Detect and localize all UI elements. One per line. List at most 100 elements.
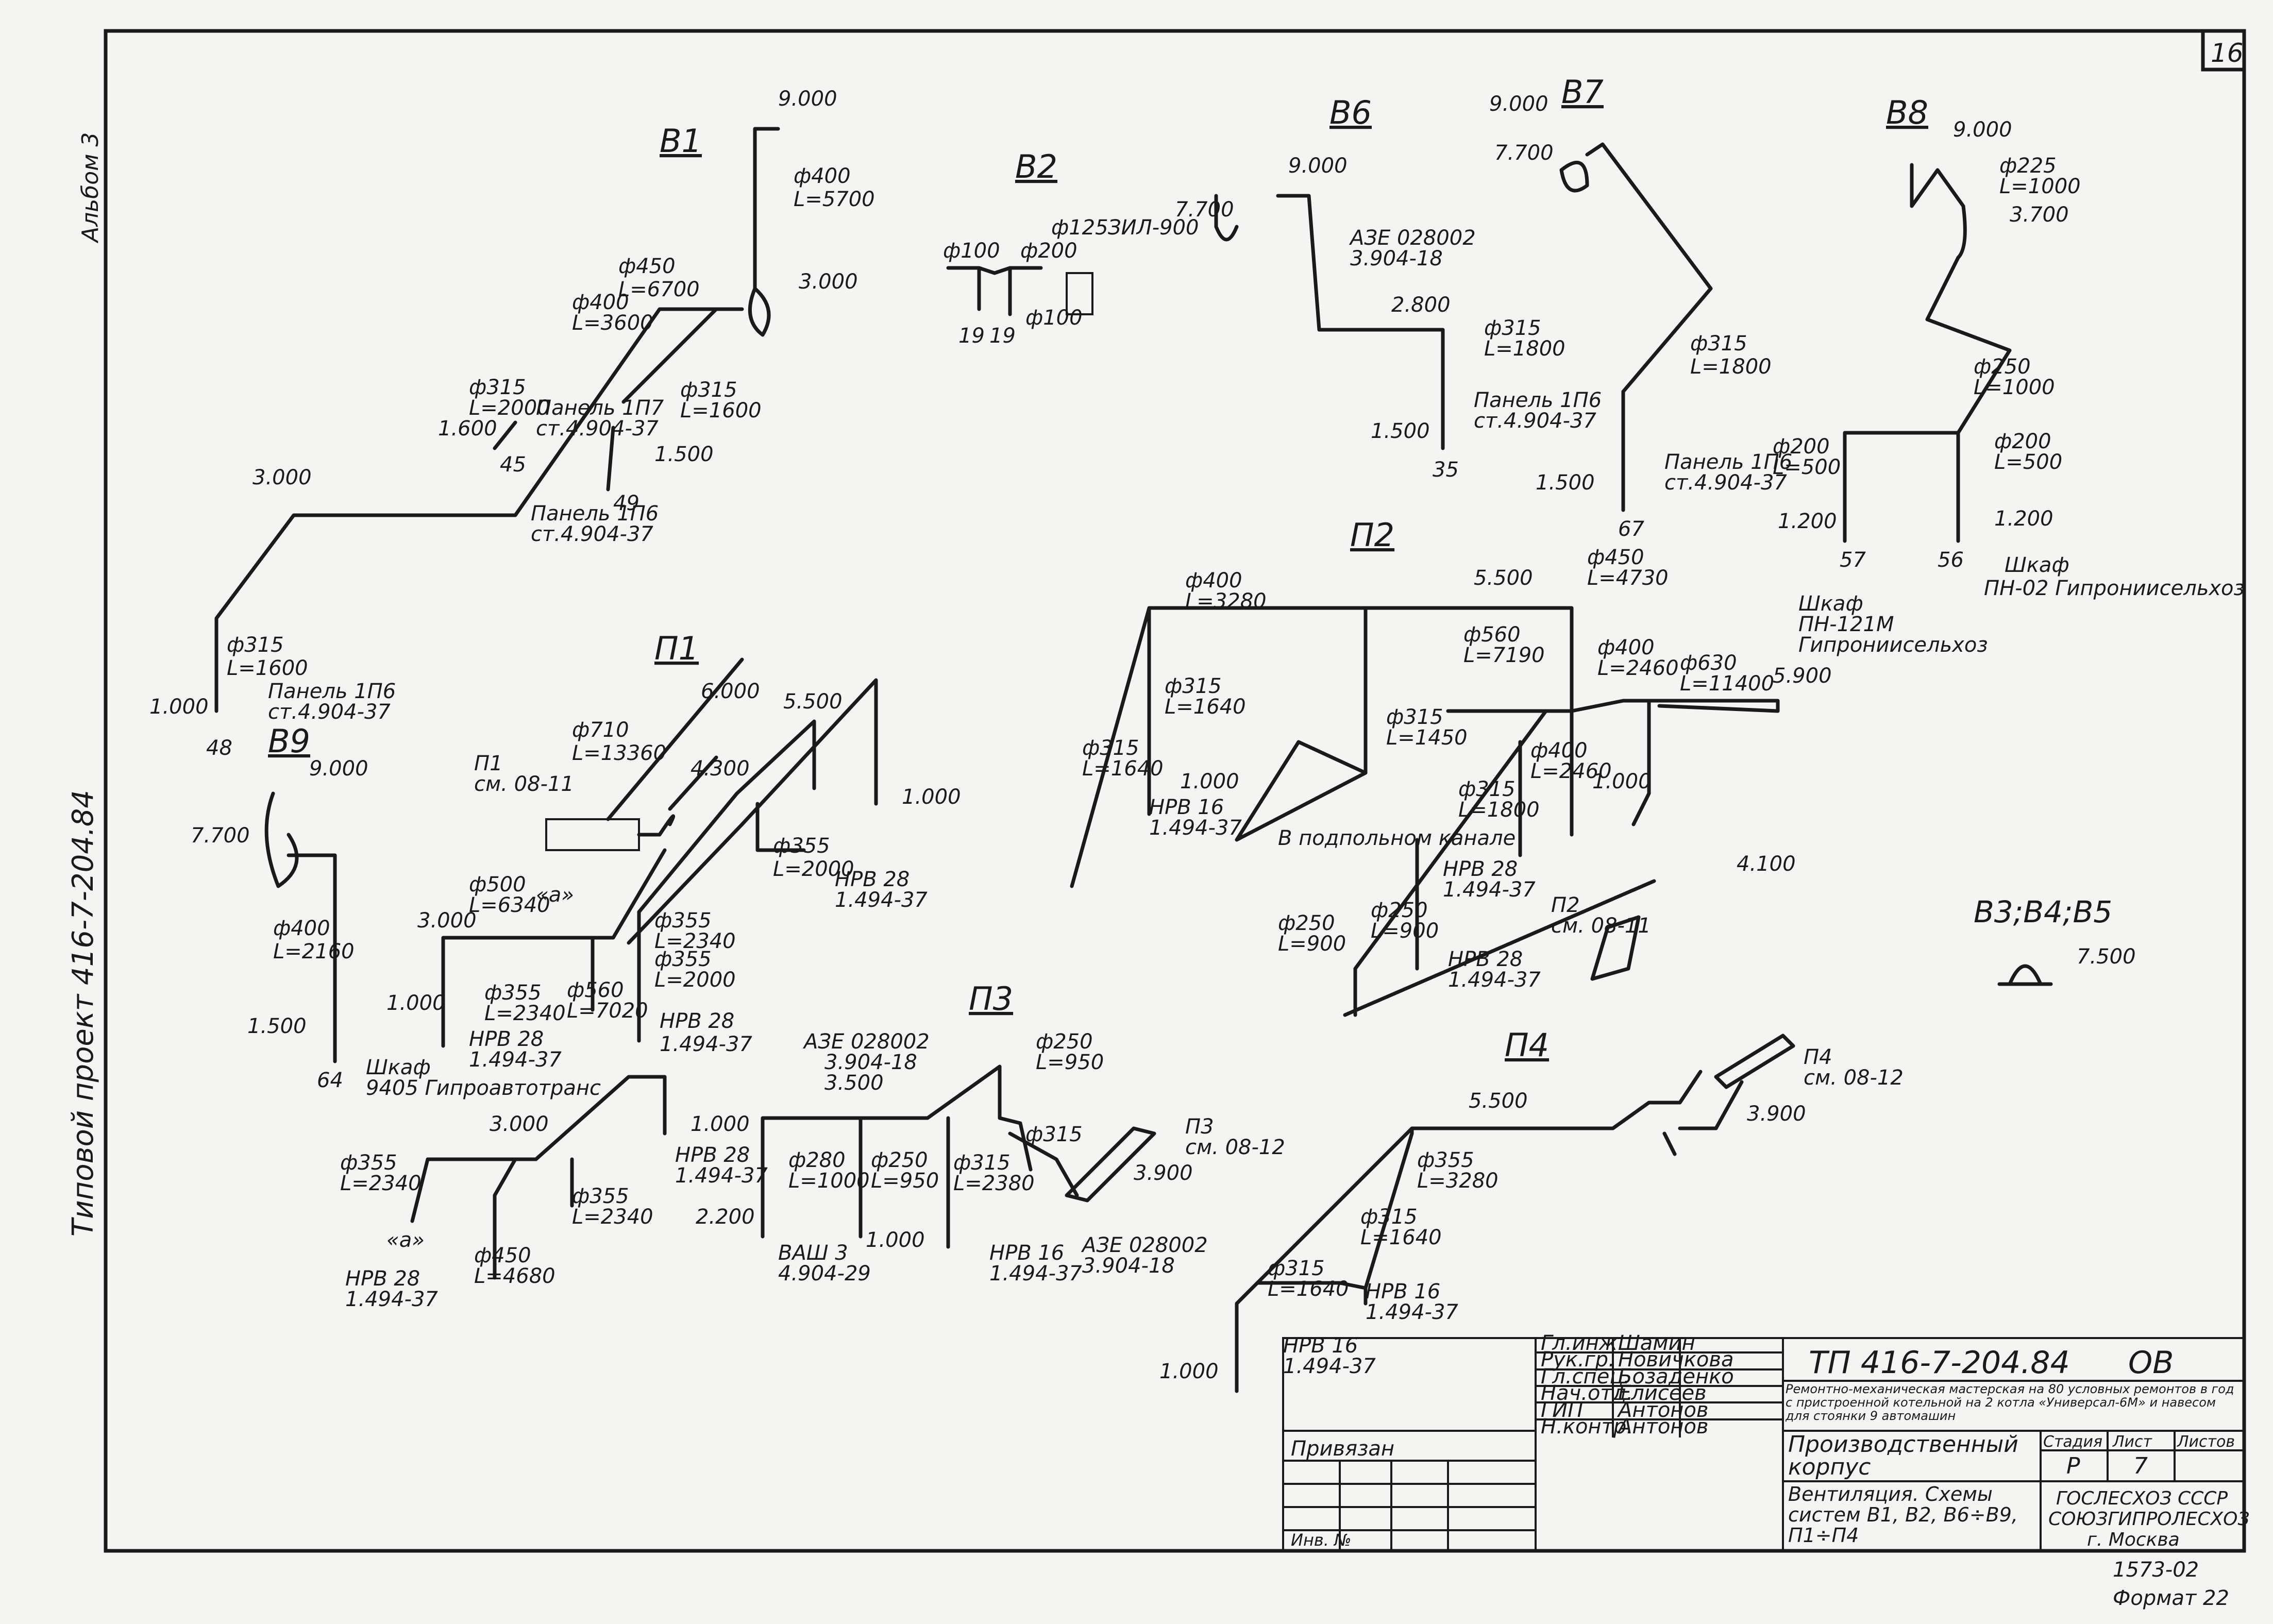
org-institute: СОЮЗГИПРОЛЕСХОЗ xyxy=(2048,1509,2250,1530)
label: ст.4.904-37 xyxy=(1664,471,1787,495)
p1-unit xyxy=(545,818,640,851)
label: 1.494-37 xyxy=(675,1164,768,1188)
b2-duct xyxy=(946,266,1043,316)
label: L=7190 xyxy=(1463,644,1545,667)
system-p3-title: П3 xyxy=(969,980,1013,1018)
label: 1.494-37 xyxy=(345,1288,438,1311)
label: АЗЕ 028002 xyxy=(1349,226,1476,250)
label: ф355 xyxy=(654,909,712,933)
label: ф400 xyxy=(572,291,629,314)
system-p1: П1 6.000 5.500 ф710 L=13360 П1 см. 08-11… xyxy=(386,630,961,1072)
label: 1.000 xyxy=(691,1112,750,1136)
label: 19 xyxy=(989,324,1016,348)
p2-duct xyxy=(1070,606,1780,1017)
label: 1.500 xyxy=(1536,471,1595,495)
label: L=13360 xyxy=(572,741,666,765)
label: ст.4.904-37 xyxy=(536,417,659,441)
label: Гипрониисельхоз xyxy=(1798,633,1988,657)
label: Панель 1П6 xyxy=(531,502,659,526)
label: 7.700 xyxy=(1175,198,1234,222)
staff-role: ГИП xyxy=(1541,1398,1583,1422)
label: L=5700 xyxy=(794,188,875,211)
label: ЗИЛ-900 xyxy=(1108,216,1199,240)
label: ф315 xyxy=(1165,674,1222,698)
label: НРВ 28 xyxy=(1443,857,1518,881)
label: L=900 xyxy=(1371,919,1439,943)
label: НРВ 28 xyxy=(345,1267,420,1291)
label: 9.000 xyxy=(309,757,368,781)
system-b7: В7 9.000 7.700 ф315 L=1800 Панель 1П6 ст… xyxy=(1489,73,1792,541)
sheet-number: 16 xyxy=(2211,38,2244,68)
label: «а» xyxy=(536,883,574,907)
label: 48 xyxy=(206,736,232,760)
label: см. 08-12 xyxy=(1804,1066,1904,1090)
label: Панель 1П7 xyxy=(536,396,664,420)
label: П1 xyxy=(474,752,503,775)
label: L=2000 xyxy=(654,968,736,992)
label: 7.500 xyxy=(2077,945,2136,969)
label: L=2000 xyxy=(773,857,854,881)
label: «а» xyxy=(386,1228,425,1252)
sheet-number-box xyxy=(2201,29,2246,72)
project-description: Ремонтно-механическая мастерская на 80 у… xyxy=(1786,1382,2234,1423)
label: П4 xyxy=(1804,1045,1832,1069)
label: L=6340 xyxy=(469,893,550,917)
label: НРВ 16 xyxy=(1366,1280,1440,1304)
label: ф200 xyxy=(1994,430,2051,453)
label: НРВ 28 xyxy=(469,1027,544,1051)
staff-role: Рук.гр. xyxy=(1541,1348,1615,1372)
label: 1.494-37 xyxy=(469,1048,562,1072)
label: ф315 xyxy=(227,633,284,657)
label: 1.494-37 xyxy=(1443,878,1536,902)
system-b2-title: В2 xyxy=(1015,148,1057,185)
label: 1.000 xyxy=(149,695,209,719)
label: ф250 xyxy=(1371,899,1428,922)
title-block-frame xyxy=(1282,1337,2245,1552)
label: 3.000 xyxy=(417,909,477,933)
label: L=1640 xyxy=(1082,757,1164,781)
drawing-mark: ОВ xyxy=(2128,1345,2174,1381)
project-description-box: Ремонтно-механическая мастерская на 80 у… xyxy=(1786,1382,2234,1423)
system-p4: П4 5.500 П4 см. 08-12 3.900 ф355 L=3280 … xyxy=(1159,1026,1904,1393)
label: П3 xyxy=(1185,1115,1214,1139)
label: L=1640 xyxy=(1360,1226,1442,1249)
system-p2: П2 ф400 L=3280 5.500 ф450 L=4730 ф560 L=… xyxy=(1070,516,1832,1017)
label: 49 xyxy=(613,492,639,515)
system-b7-title: В7 xyxy=(1561,73,1604,111)
label: ф315 xyxy=(1268,1257,1325,1280)
system-b6-title: В6 xyxy=(1329,94,1372,131)
label: НРВ 28 xyxy=(675,1143,750,1167)
label: 4.100 xyxy=(1737,852,1796,876)
label: ф500 xyxy=(469,873,526,896)
staff-role: Гл.спец. xyxy=(1541,1365,1630,1389)
label: 6.000 xyxy=(701,680,760,703)
label: L=3280 xyxy=(1417,1169,1499,1193)
sheet-value: 7 xyxy=(2133,1453,2148,1479)
label: 1.200 xyxy=(1778,510,1837,533)
staff-name: Шамин xyxy=(1618,1331,1695,1355)
label: АЗЕ 028002 xyxy=(1081,1233,1208,1257)
label: 1.000 xyxy=(386,991,446,1015)
org-ministry: ГОСЛЕСХОЗ СССР xyxy=(2056,1488,2228,1509)
label: L=1800 xyxy=(1458,798,1540,822)
label: L=2340 xyxy=(484,1002,566,1025)
label: 7.700 xyxy=(191,824,250,848)
label: L=2340 xyxy=(654,929,736,953)
label: L=3280 xyxy=(1185,589,1267,613)
label: ф280 xyxy=(788,1148,846,1172)
label: ВАШ 3 xyxy=(778,1241,848,1265)
label: ф225 xyxy=(1999,154,2057,178)
label: ПН-02 Гипрониисельхоз xyxy=(1984,577,2245,600)
privyazan-label: Привязан xyxy=(1291,1437,1394,1461)
label: ПН-121М xyxy=(1798,613,1894,636)
b1-branches xyxy=(493,420,615,492)
label: ф315 xyxy=(1025,1123,1083,1146)
label: см. 08-11 xyxy=(1551,914,1651,938)
label: Панель 1П6 xyxy=(1664,450,1792,474)
label: см. 08-12 xyxy=(1185,1136,1285,1159)
label: ф355 xyxy=(1417,1148,1474,1172)
label: ф400 xyxy=(1530,739,1588,763)
label: 1.000 xyxy=(866,1228,925,1252)
system-b9: В9 9.000 7.700 ф400 L=2160 1.500 64 Шкаф… xyxy=(191,722,601,1100)
